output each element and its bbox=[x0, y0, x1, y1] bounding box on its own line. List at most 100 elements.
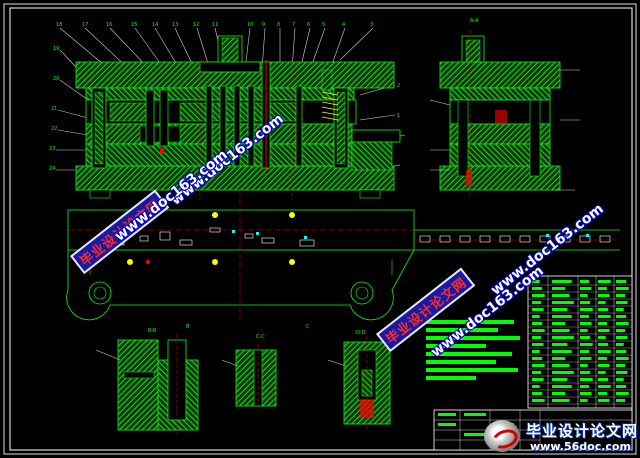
svg-text:17: 17 bbox=[82, 22, 88, 28]
parts-list-cell bbox=[616, 301, 628, 304]
parts-list-cell bbox=[552, 329, 570, 332]
parts-list-cell bbox=[580, 322, 592, 325]
svg-text:10: 10 bbox=[247, 22, 253, 28]
parts-list-cell bbox=[552, 301, 574, 304]
svg-text:20: 20 bbox=[53, 76, 59, 82]
svg-text:13: 13 bbox=[172, 22, 178, 28]
svg-text:23: 23 bbox=[49, 146, 55, 152]
parts-list-cell bbox=[580, 280, 589, 283]
parts-list-cell bbox=[598, 287, 607, 290]
parts-list-cell bbox=[532, 385, 540, 388]
parts-list-cell bbox=[598, 357, 607, 360]
parts-list-cell bbox=[616, 280, 627, 283]
parts-list-cell bbox=[598, 378, 609, 381]
parts-list-cell bbox=[552, 385, 572, 388]
side-section-view: A-A bbox=[429, 18, 580, 196]
svg-text:8: 8 bbox=[277, 22, 280, 28]
technical-requirements-notes bbox=[426, 320, 520, 380]
parts-list-cell bbox=[532, 336, 541, 339]
parts-list-cell bbox=[598, 308, 609, 311]
parts-list-cell bbox=[598, 294, 610, 297]
parts-list-cell bbox=[552, 378, 568, 381]
svg-text:21: 21 bbox=[51, 106, 57, 112]
svg-text:12: 12 bbox=[193, 22, 199, 28]
parts-list-cell bbox=[598, 364, 610, 367]
parts-list-cell bbox=[616, 385, 627, 388]
svg-text:B-B: B-B bbox=[148, 328, 157, 334]
svg-text:4: 4 bbox=[342, 22, 345, 28]
parts-list-cell bbox=[598, 301, 606, 304]
svg-text:5: 5 bbox=[322, 22, 325, 28]
parts-list-cell bbox=[598, 322, 607, 325]
parts-list-cell bbox=[580, 392, 592, 395]
parts-list-cell bbox=[616, 308, 624, 311]
parts-list-cell bbox=[532, 364, 545, 367]
globe-logo-icon bbox=[484, 420, 520, 452]
parts-list-cell bbox=[616, 371, 628, 374]
parts-list-cell bbox=[532, 308, 544, 311]
lower-die-plan-view: B C bbox=[66, 190, 415, 330]
parts-list-cell bbox=[532, 350, 540, 353]
parts-list-cell bbox=[552, 280, 572, 283]
parts-list-cell bbox=[532, 287, 543, 290]
parts-list-table bbox=[527, 275, 633, 409]
parts-list-cell bbox=[616, 294, 625, 297]
parts-list-cell bbox=[552, 343, 568, 346]
svg-text:11: 11 bbox=[212, 22, 218, 28]
parts-list-cell bbox=[532, 392, 543, 395]
parts-list-cell bbox=[616, 315, 627, 318]
parts-list-cell bbox=[580, 357, 592, 360]
strip-layout-view bbox=[414, 229, 620, 251]
svg-text:18: 18 bbox=[56, 22, 62, 28]
drawing-frame bbox=[3, 3, 637, 455]
parts-list-cell bbox=[616, 392, 629, 395]
parts-list-cell bbox=[580, 371, 591, 374]
parts-list-cell bbox=[616, 357, 629, 360]
parts-list-cell bbox=[552, 294, 570, 297]
parts-list-cell bbox=[552, 350, 572, 353]
parts-list-cell bbox=[580, 301, 591, 304]
parts-list-cell bbox=[532, 343, 544, 346]
parts-list-cell bbox=[580, 315, 589, 318]
parts-list-cell bbox=[598, 329, 610, 332]
parts-list-cell bbox=[598, 350, 611, 353]
svg-text:9: 9 bbox=[262, 22, 265, 28]
parts-list-cell bbox=[598, 385, 611, 388]
parts-list-cell bbox=[552, 336, 574, 339]
parts-list-cell bbox=[552, 364, 570, 367]
parts-list-cell bbox=[580, 308, 593, 311]
title-block bbox=[433, 409, 633, 451]
parts-list-cell bbox=[598, 371, 606, 374]
svg-text:D-D: D-D bbox=[356, 330, 366, 336]
drawing-inner-frame bbox=[9, 7, 633, 451]
parts-list-cell bbox=[532, 301, 541, 304]
parts-list-cell bbox=[580, 329, 588, 332]
parts-list-cell bbox=[616, 322, 629, 325]
parts-list-cell bbox=[532, 315, 540, 318]
detail-section-c: C-C bbox=[221, 334, 277, 412]
parts-list-cell bbox=[532, 322, 543, 325]
parts-list-cell bbox=[532, 378, 544, 381]
footer-brand-cn: 毕业设计论文网 bbox=[526, 422, 639, 440]
parts-list-cell bbox=[552, 399, 570, 402]
parts-list-cell bbox=[616, 336, 628, 339]
parts-list-cell bbox=[598, 336, 606, 339]
svg-text:24: 24 bbox=[49, 166, 55, 172]
svg-text:1: 1 bbox=[397, 113, 400, 119]
svg-text:3: 3 bbox=[370, 22, 373, 28]
parts-list-cell bbox=[580, 336, 591, 339]
parts-list-cell bbox=[532, 280, 540, 283]
parts-list-cell bbox=[616, 350, 627, 353]
parts-list-cell bbox=[552, 322, 566, 325]
parts-list-cell bbox=[580, 343, 593, 346]
parts-list-cell bbox=[552, 308, 568, 311]
parts-list-cell bbox=[552, 357, 566, 360]
parts-list-cell bbox=[532, 294, 545, 297]
svg-text:7: 7 bbox=[292, 22, 295, 28]
parts-list-cell bbox=[616, 364, 625, 367]
parts-list-cell bbox=[598, 280, 611, 283]
parts-list-cell bbox=[598, 392, 607, 395]
parts-list-cell bbox=[616, 399, 625, 402]
parts-list-cell bbox=[532, 329, 545, 332]
